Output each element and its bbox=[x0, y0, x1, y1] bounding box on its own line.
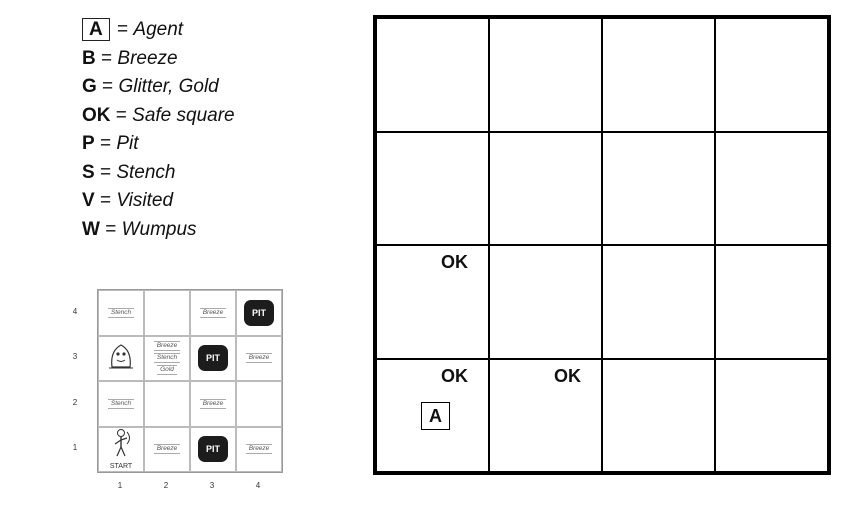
percept-note: Breeze bbox=[199, 307, 227, 318]
pit-tile: PIT bbox=[244, 299, 274, 326]
mini-col-label: 3 bbox=[209, 481, 215, 490]
start-label: START bbox=[109, 462, 133, 470]
legend-description: Agent bbox=[133, 19, 184, 40]
mini-cell: Breeze bbox=[236, 426, 282, 472]
ok-label: OK bbox=[441, 252, 468, 272]
percept-note: Breeze bbox=[153, 341, 181, 352]
grid-cell bbox=[489, 131, 602, 245]
mini-cell: Breeze bbox=[190, 381, 236, 427]
percept-note: Stench bbox=[107, 307, 135, 318]
legend-item: B = Breeze bbox=[82, 45, 235, 74]
legend-item: G = Glitter, Gold bbox=[82, 73, 235, 102]
agent-archer-icon bbox=[107, 428, 135, 463]
grid-cell bbox=[602, 358, 715, 472]
legend-symbol: W bbox=[82, 218, 100, 240]
grid-cell bbox=[602, 245, 715, 359]
legend-symbol: S bbox=[82, 161, 95, 183]
grid-cell bbox=[602, 131, 715, 245]
legend-symbol: A bbox=[82, 18, 110, 41]
mini-cell: PIT bbox=[190, 426, 236, 472]
mini-cell: Breeze bbox=[190, 290, 236, 336]
legend-item: P = Pit bbox=[82, 130, 235, 159]
legend-description: Visited bbox=[116, 190, 174, 211]
percept-note: Gold bbox=[157, 365, 177, 376]
legend-equals: = bbox=[99, 218, 122, 240]
grid-cell bbox=[715, 245, 828, 359]
mini-row-label: 1 bbox=[72, 443, 78, 453]
legend-equals: = bbox=[94, 190, 117, 211]
mini-cell: Breeze bbox=[144, 426, 190, 472]
mini-row-label: 4 bbox=[72, 306, 78, 316]
legend-symbol: G bbox=[82, 76, 97, 97]
mini-cell bbox=[144, 381, 190, 427]
mini-col-label: 4 bbox=[255, 481, 261, 490]
legend-description: Stench bbox=[116, 161, 176, 183]
legend-item: S = Stench bbox=[82, 159, 235, 188]
legend-symbol: OK bbox=[82, 104, 111, 126]
legend-symbol: B bbox=[82, 47, 96, 69]
grid-cell bbox=[376, 18, 489, 132]
grid-cell bbox=[602, 18, 715, 132]
grid-cell: OK bbox=[376, 245, 489, 359]
mini-cell: Stench bbox=[98, 381, 144, 427]
legend-equals: = bbox=[96, 76, 119, 97]
mini-cell bbox=[236, 381, 282, 427]
grid-cell bbox=[715, 131, 828, 245]
mini-row-label: 2 bbox=[72, 397, 78, 407]
legend-description: Pit bbox=[116, 133, 139, 154]
legend-symbol: P bbox=[82, 133, 95, 154]
mini-col-label: 1 bbox=[117, 481, 123, 490]
mini-cell: Breeze bbox=[236, 335, 282, 381]
mini-col-label: 2 bbox=[163, 481, 169, 490]
legend-equals: = bbox=[94, 161, 117, 183]
mini-cell bbox=[144, 290, 190, 336]
mini-cell: PIT bbox=[190, 335, 236, 381]
mini-cell: START bbox=[98, 426, 144, 472]
grid-cell bbox=[489, 245, 602, 359]
legend-item: V = Visited bbox=[82, 187, 235, 216]
percept-note: Breeze bbox=[245, 444, 273, 455]
mini-cell bbox=[98, 335, 144, 381]
grid-cell bbox=[489, 18, 602, 132]
pit-tile: PIT bbox=[198, 436, 228, 463]
knowledge-grid: OK OK A OK bbox=[373, 15, 831, 475]
legend-description: Wumpus bbox=[121, 218, 197, 240]
legend-description: Breeze bbox=[117, 47, 178, 69]
grid-cell bbox=[376, 131, 489, 245]
grid-cell: OK bbox=[489, 358, 602, 472]
agent-marker: A bbox=[421, 401, 450, 430]
legend-equals: = bbox=[94, 133, 117, 154]
legend-item: W = Wumpus bbox=[82, 216, 235, 245]
mini-cell: Stench bbox=[98, 290, 144, 336]
ok-label: OK bbox=[441, 365, 468, 386]
legend-symbol: V bbox=[82, 190, 95, 211]
legend-description: Safe square bbox=[132, 104, 235, 126]
legend-equals: = bbox=[111, 19, 134, 40]
grid-cell bbox=[715, 18, 828, 132]
percept-note: Stench bbox=[107, 398, 135, 409]
legend-description: Glitter, Gold bbox=[118, 76, 219, 97]
percept-note: Breeze bbox=[245, 353, 273, 364]
wumpus-icon bbox=[107, 341, 135, 376]
percept-note: Breeze bbox=[153, 444, 181, 455]
legend-item: OK = Safe square bbox=[82, 102, 235, 131]
grid-cell: OK A bbox=[376, 358, 489, 472]
legend-equals: = bbox=[110, 104, 133, 126]
mini-row-label: 3 bbox=[72, 352, 78, 362]
ok-label: OK bbox=[554, 365, 581, 386]
legend-item: A = Agent bbox=[82, 16, 235, 45]
percept-note: Stench bbox=[153, 353, 181, 364]
percept-note: Breeze bbox=[199, 398, 227, 409]
grid-cell bbox=[715, 358, 828, 472]
pit-tile: PIT bbox=[198, 345, 228, 372]
mini-cell: PIT bbox=[236, 290, 282, 336]
legend-equals: = bbox=[95, 47, 118, 69]
